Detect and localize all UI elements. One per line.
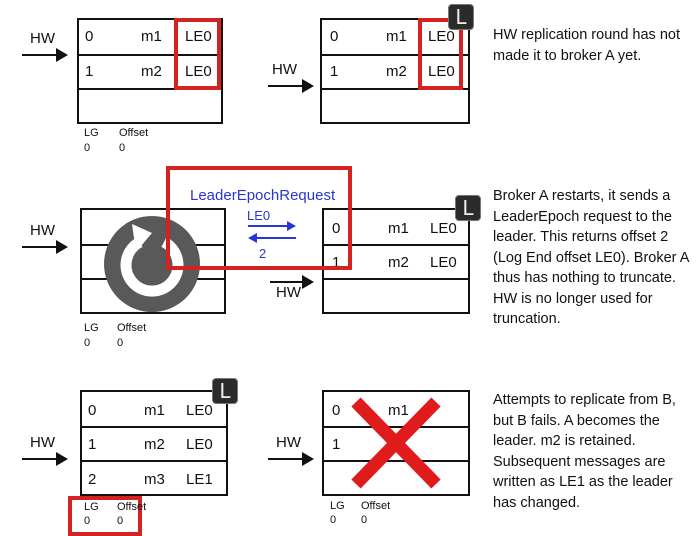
request-highlight [166,166,352,270]
log-row: 1 m2 LE0 [82,428,226,462]
log-row: 2 m3 LE1 [82,462,226,496]
log-row: 0 m1 LE0 [79,20,221,56]
lg-label: LG [84,127,99,139]
hw-label: HW [276,284,301,301]
hw-label: HW [30,434,55,451]
panel3-description: Attempts to replicate from B, but B fail… [493,392,676,511]
row-offset: 2 [88,471,97,488]
row-message: m1 [144,402,165,419]
panel2-description: Broker A restarts, it sends a LeaderEpoc… [493,188,689,327]
row-epoch: LE0 [186,436,213,453]
row-offset: 1 [330,63,339,80]
hw-arrow [22,240,68,254]
panel1-description: HW replication round has not made it to … [493,27,680,64]
lg-label: LG [330,500,345,512]
row-epoch: LE0 [186,402,213,419]
offset-label: Offset [117,322,147,334]
row-message: m2 [144,436,165,453]
row-offset: 0 [330,28,339,45]
hw-label: HW [272,61,297,78]
row-epoch: LE0 [428,63,455,80]
broker-b-log: 0 m1 LE0 1 m2 LE0 [322,208,470,314]
log-row: 0 m1 LE0 [82,392,226,428]
row-message: m2 [388,254,409,271]
row-offset: 1 [85,63,94,80]
row-offset: 0 [85,28,94,45]
hw-arrow [268,79,314,93]
row-epoch: LE0 [430,220,457,237]
row-epoch: LE0 [185,63,212,80]
request-value: LE0 [247,208,271,223]
hw-label: HW [30,30,55,47]
offset-value: 0 [117,515,124,527]
row-offset: 1 [332,436,341,453]
lg-label: LG [84,322,99,334]
row-epoch: LE0 [185,28,212,45]
hw-arrow [22,48,68,62]
offset-value: 0 [119,142,126,154]
lg-value: 0 [84,515,91,527]
broker-a-log: 0 m1 LE0 1 m2 LE0 2 m3 LE1 [80,390,228,496]
x-cross-icon [351,397,441,489]
row-message: m2 [141,63,162,80]
row-epoch: LE0 [428,28,455,45]
log-row: 1 m2 LE0 [322,56,468,90]
hw-arrow [22,452,68,466]
row-message: m3 [144,471,165,488]
row-message: m1 [141,28,162,45]
leader-epoch-request-label: LeaderEpochRequest [190,187,336,204]
row-message: m1 [388,220,409,237]
request-response-arrows [248,221,296,243]
row-epoch: LE1 [186,471,213,488]
lg-value: 0 [330,514,337,526]
leader-badge-icon: L [212,378,238,404]
offset-value: 0 [117,337,124,349]
row-offset: 0 [332,220,341,237]
hw-arrow [268,452,314,466]
row-offset: 1 [88,436,97,453]
offset-value: 0 [361,514,368,526]
leader-badge-icon: L [455,195,481,221]
log-row: 1 m2 LE0 [324,246,468,280]
restart-icon [104,216,200,312]
broker-a-log: 0 m1 LE0 1 m2 LE0 [77,18,223,124]
lg-value: 0 [84,142,91,154]
log-row: 0 m1 LE0 [322,20,468,56]
broker-b-log: 0 m1 LE0 1 m2 LE0 [320,18,470,124]
hw-label: HW [276,434,301,451]
hw-arrow [270,275,314,289]
hw-label: HW [30,222,55,239]
row-offset: 1 [332,254,341,271]
log-row: 0 m1 LE0 [324,210,468,246]
row-message: m1 [386,28,407,45]
row-message: m1 [388,402,409,419]
epoch-highlight [174,18,221,90]
log-row: 1 [324,428,468,462]
leader-badge-icon: L [448,4,474,30]
lg-value: 0 [84,337,91,349]
row-offset: 0 [88,402,97,419]
response-value: 2 [259,246,267,261]
row-offset: 0 [332,402,341,419]
epoch-highlight [418,18,463,90]
log-row: 1 m2 LE0 [79,56,221,90]
log-row: 0 m1 [324,392,468,428]
row-epoch: LE0 [430,254,457,271]
row-message: m2 [386,63,407,80]
broker-b-log: 0 m1 1 [322,390,470,496]
offset-label: Offset [117,501,147,513]
offset-label: Offset [361,500,391,512]
lg-label: LG [84,501,99,513]
offset-label: Offset [119,127,149,139]
